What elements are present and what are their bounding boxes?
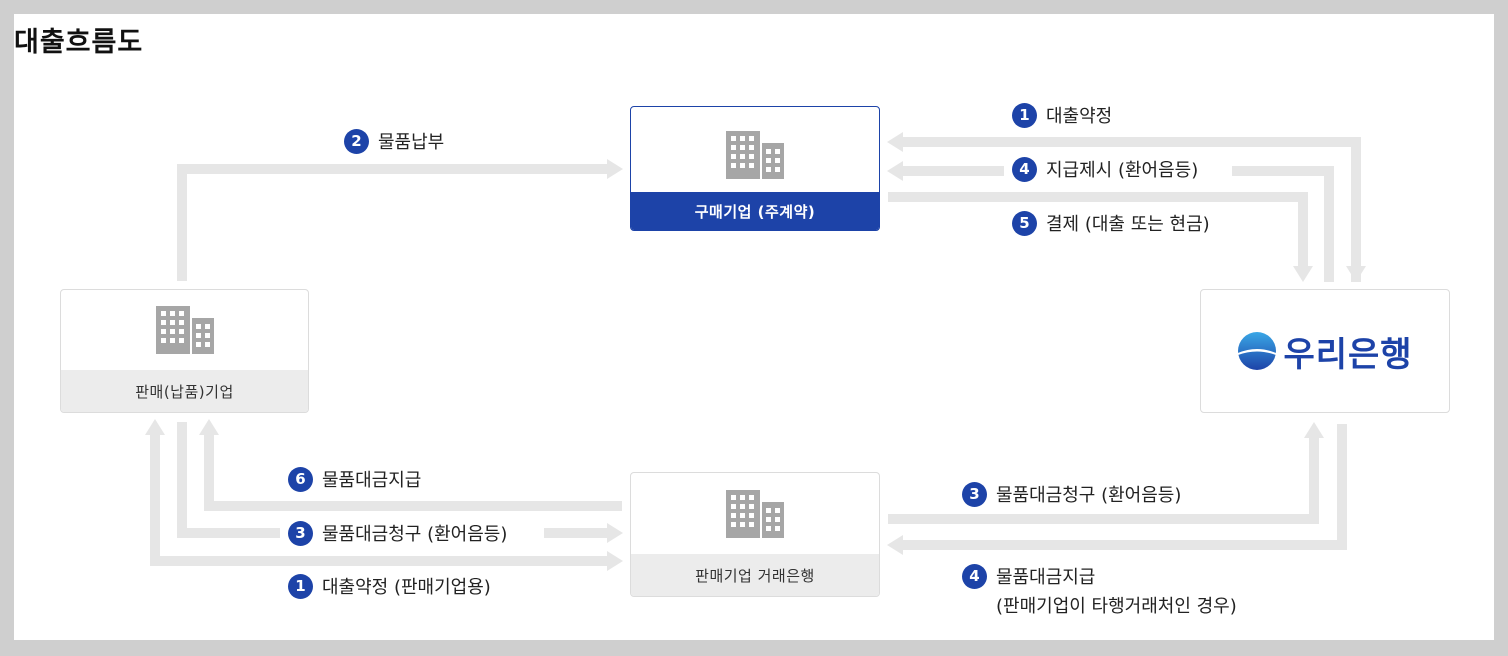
- arrow-payment-bank: [902, 424, 1347, 550]
- arrowhead: [145, 419, 165, 435]
- arrowhead: [199, 419, 219, 435]
- node-seller: 판매(납품)기업: [60, 289, 309, 413]
- node-seller-bank: 판매기업 거래은행: [630, 472, 880, 597]
- arrow-loan-agreement-seller: [150, 434, 609, 566]
- arrowhead: [607, 523, 623, 543]
- step-payment-goods-seller: 6 물품대금지급: [288, 466, 421, 492]
- step-payment-bank: 4 물품대금지급: [962, 563, 1095, 589]
- step-payment-present: 4 지급제시 (환어음등): [1012, 156, 1198, 182]
- step-settlement: 5 결제 (대출 또는 현금): [1012, 210, 1210, 236]
- arrow-loan-agreement-bank: [902, 137, 1361, 282]
- arrowhead: [887, 132, 903, 152]
- step-payment-bank-note: (판매기업이 타행거래처인 경우): [996, 596, 1237, 617]
- step-claim-seller: 3 물품대금청구 (환어음등): [288, 520, 507, 546]
- step-goods-delivery: 2 물품납부: [344, 128, 444, 154]
- arrow-payment-present-1: [1232, 166, 1334, 282]
- arrow-goods-delivery: [177, 164, 609, 281]
- node-seller-label: 판매(납품)기업: [61, 370, 308, 412]
- step-loan-agreement-bank: 1 대출약정: [1012, 102, 1112, 128]
- arrowhead: [607, 551, 623, 571]
- building-icon: [726, 130, 784, 179]
- arrow-payment-seller: [204, 434, 622, 511]
- step-loan-agreement-seller: 1 대출약정 (판매기업용): [288, 573, 491, 599]
- step-claim-bank: 3 물품대금청구 (환어음등): [962, 481, 1181, 507]
- arrowhead: [1304, 422, 1324, 438]
- arrowhead: [1346, 266, 1366, 282]
- node-buyer: 구매기업 (주계약): [630, 106, 880, 231]
- arrow-settlement: [888, 192, 1308, 267]
- bank-name: 우리은행: [1283, 334, 1413, 375]
- arrowhead: [1293, 266, 1313, 282]
- bank-logo: 우리은행: [1201, 290, 1449, 412]
- arrowhead: [607, 159, 623, 179]
- arrowhead: [887, 535, 903, 555]
- diagram-frame: 대출흐름도: [14, 14, 1494, 640]
- building-icon: [155, 306, 214, 354]
- arrow-claim-bank: [888, 437, 1319, 524]
- flow-arrows: [145, 132, 1366, 571]
- node-bank: 우리은행: [1200, 289, 1450, 413]
- arrowhead: [887, 161, 903, 181]
- node-seller-bank-label: 판매기업 거래은행: [631, 554, 879, 596]
- woori-logo-icon: [1238, 332, 1277, 370]
- building-icon: [726, 489, 784, 538]
- page-title: 대출흐름도: [14, 27, 144, 58]
- node-buyer-label: 구매기업 (주계약): [631, 192, 879, 230]
- arrow-claim-seller-1: [177, 422, 280, 538]
